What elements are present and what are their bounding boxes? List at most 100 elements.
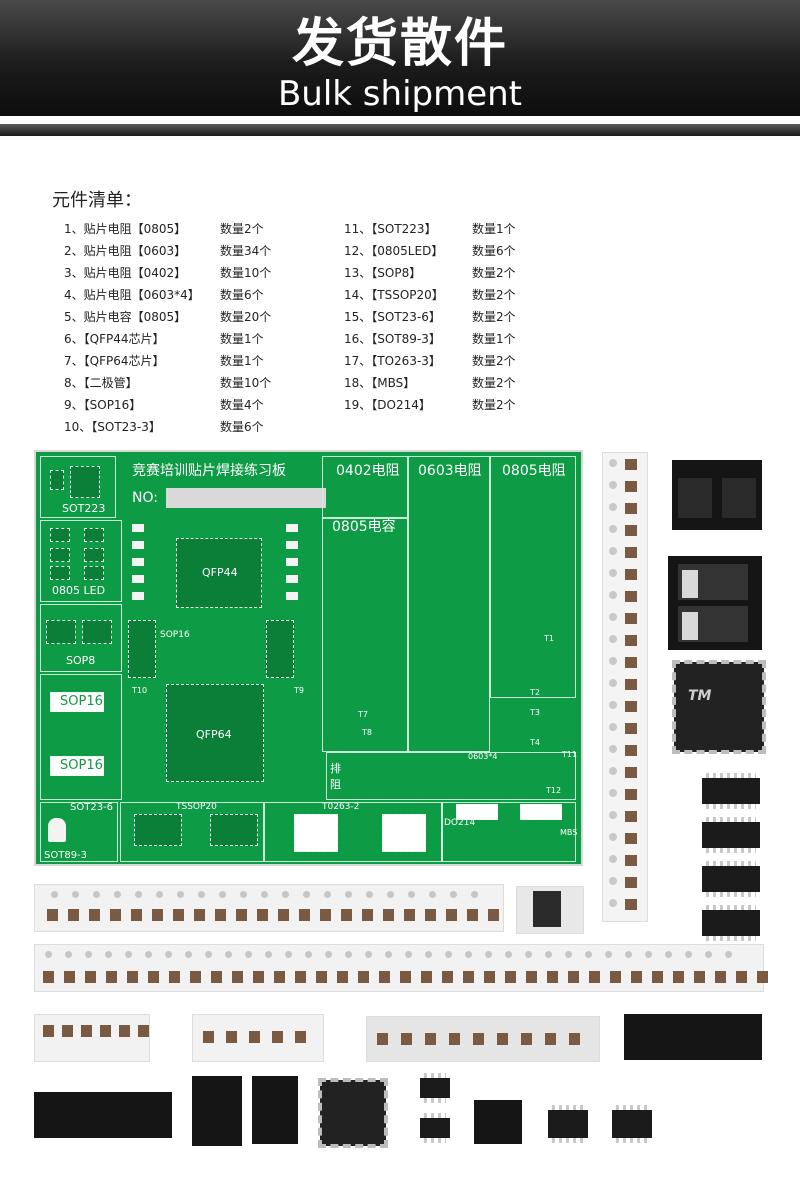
tape-component <box>625 701 637 712</box>
tape-component <box>400 971 411 983</box>
part-quantity: 数量1个 <box>472 222 516 236</box>
tape-hole <box>125 951 132 958</box>
sop-chip-photo <box>702 905 760 941</box>
tape-component <box>526 971 537 983</box>
r0805-region <box>490 456 576 698</box>
part-quantity: 数量1个 <box>220 354 264 368</box>
tape-hole <box>445 951 452 958</box>
tape-component <box>119 1025 130 1037</box>
label-sot89: SOT89-3 <box>44 850 88 861</box>
tape-component <box>43 971 54 983</box>
tape-hole <box>282 891 289 898</box>
tape-component <box>106 971 117 983</box>
part-quantity: 数量2个 <box>472 266 516 280</box>
label-t2: T2 <box>530 688 540 697</box>
label-r0603: 0603电阻 <box>418 463 482 479</box>
tape-hole <box>505 951 512 958</box>
tape-hole <box>265 951 272 958</box>
do214-mbs-region <box>442 802 576 862</box>
part-name: 8、【二极管】 <box>64 376 138 390</box>
part-row: 15、【SOT23-6】数量2个 <box>344 306 564 328</box>
tape-component <box>274 971 285 983</box>
tape-component <box>68 909 79 921</box>
tape-component <box>625 503 637 514</box>
tape-hole <box>609 811 617 819</box>
label-c0805: 0805电容 <box>332 519 396 535</box>
tape-component <box>625 899 637 910</box>
sop8-region <box>40 604 122 672</box>
tape-component <box>625 613 637 624</box>
label-t12: T12 <box>546 786 562 795</box>
part-name: 3、贴片电阻【0402】 <box>64 266 187 280</box>
tape-component <box>545 1033 556 1045</box>
label-sop8: SOP8 <box>66 654 96 667</box>
part-row: 5、贴片电容【0805】数量20个 <box>64 306 324 328</box>
tape-component <box>497 1033 508 1045</box>
tape-hole <box>605 951 612 958</box>
part-row: 3、贴片电阻【0402】 数量10个 <box>64 262 324 284</box>
tape-component <box>694 971 705 983</box>
label-t7: T7 <box>358 710 368 719</box>
do214-pad <box>456 804 498 820</box>
tape-hole <box>609 569 617 577</box>
tape-component <box>715 971 726 983</box>
part-name: 19、【DO214】 <box>344 398 431 412</box>
tape-component <box>625 547 637 558</box>
label-r0402: 0402电阻 <box>336 463 400 479</box>
tape-hole <box>609 723 617 731</box>
part-quantity: 数量10个 <box>220 266 272 280</box>
part-name: 7、【QFP64芯片】 <box>64 354 165 368</box>
horizontal-tape-1 <box>34 884 504 932</box>
part-name: 4、贴片电阻【0603*4】 <box>64 288 200 302</box>
led-pad <box>50 566 70 580</box>
tape-hole <box>345 891 352 898</box>
label-sop16-b: SOP16 <box>60 758 103 773</box>
label-qfp64: QFP64 <box>196 728 232 741</box>
part-row: 17、【TO263-3】数量2个 <box>344 350 564 372</box>
label-sop16-a: SOP16 <box>60 694 103 709</box>
part-quantity: 数量2个 <box>472 310 516 324</box>
tape-hole <box>625 951 632 958</box>
tape-hole <box>609 701 617 709</box>
tape-component <box>736 971 747 983</box>
tape-component <box>203 1031 214 1043</box>
sot23-tape <box>624 1014 762 1060</box>
tape-component <box>148 971 159 983</box>
tape-hole <box>429 891 436 898</box>
tape-hole <box>305 951 312 958</box>
tape-component <box>467 909 478 921</box>
led-pad <box>84 566 104 580</box>
tape-component <box>425 909 436 921</box>
sot223-footprint <box>70 466 100 498</box>
tape-hole <box>185 951 192 958</box>
tape-hole <box>85 951 92 958</box>
do214-pad <box>520 804 562 820</box>
tape-component <box>249 1031 260 1043</box>
tape-component <box>568 971 579 983</box>
tape-component <box>362 909 373 921</box>
tape-component <box>652 971 663 983</box>
tape-hole <box>303 891 310 898</box>
tape-component <box>569 1033 580 1045</box>
tape-component <box>47 909 58 921</box>
tape-component <box>625 789 637 800</box>
sop-chip-photo <box>702 861 760 897</box>
tape-hole <box>725 951 732 958</box>
tape-component <box>215 909 226 921</box>
tape-component <box>320 909 331 921</box>
part-name: 12、【0805LED】 <box>344 244 444 258</box>
to-package-photo <box>252 1076 298 1144</box>
part-name: 6、【QFP44芯片】 <box>64 332 165 346</box>
tape-hole <box>609 525 617 533</box>
tape-hole <box>525 951 532 958</box>
to263-pad <box>294 814 338 852</box>
tape-hole <box>609 481 617 489</box>
part-row: 12、【0805LED】数量6个 <box>344 240 564 262</box>
tape-hole <box>609 613 617 621</box>
label-zu: 阻 <box>330 778 341 791</box>
part-name: 11、【SOT223】 <box>344 222 437 236</box>
tape-component <box>169 971 180 983</box>
tape-component <box>673 971 684 983</box>
part-quantity: 数量1个 <box>472 332 516 346</box>
tape-component <box>505 971 516 983</box>
